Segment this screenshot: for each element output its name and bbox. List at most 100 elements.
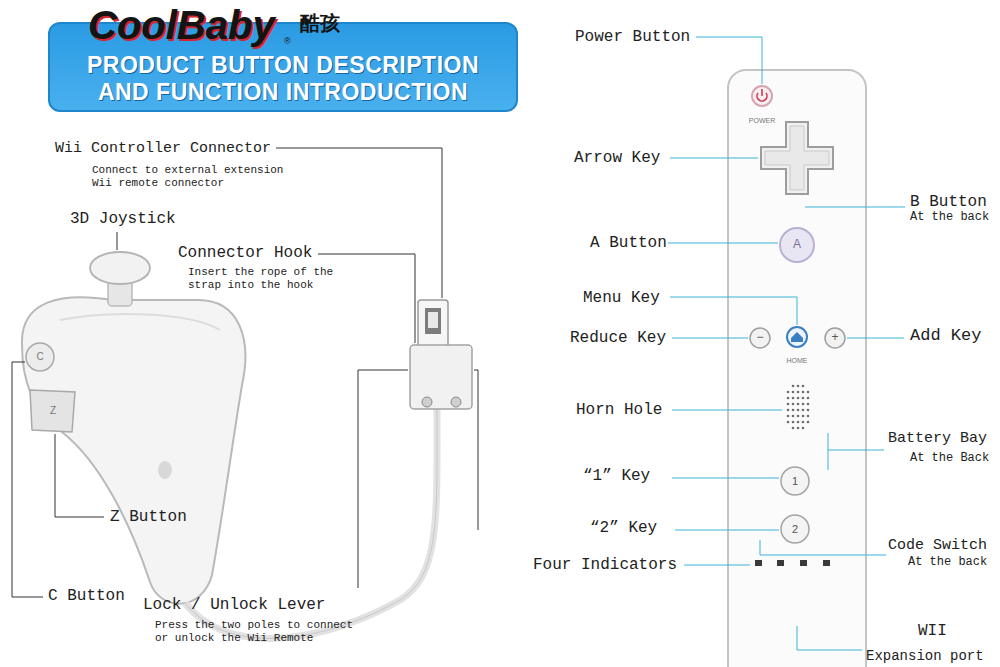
- illustration-part: [418, 300, 448, 348]
- illustration-part: [422, 397, 432, 407]
- illustration-part: [26, 343, 54, 371]
- illustration-part: [805, 207, 905, 208]
- button-glyph: C: [36, 351, 43, 363]
- callout-note: Insert the rope of the strap into the ho…: [188, 266, 338, 291]
- callout-label: Menu Key: [583, 289, 660, 307]
- callout-label: “2” Key: [590, 519, 657, 537]
- callout-label: Code Switch: [888, 537, 987, 554]
- callout-label: Z Button: [110, 508, 187, 526]
- button-glyph: +: [831, 331, 838, 345]
- illustration-part: [787, 385, 810, 430]
- callout-note: At the Back: [910, 452, 989, 466]
- illustration-part: [60, 314, 220, 330]
- callout-label: A Button: [590, 234, 667, 252]
- illustration-part: [792, 427, 795, 430]
- illustration-part: [787, 403, 790, 406]
- illustration-part: [828, 450, 884, 451]
- illustration-part: [802, 427, 805, 430]
- illustration-part: [787, 415, 790, 418]
- illustration-part: [787, 327, 807, 347]
- illustration-part: [672, 338, 748, 339]
- illustration-part: [802, 415, 805, 418]
- illustration-part: [781, 467, 809, 495]
- callout-label: Connector Hook: [178, 244, 312, 262]
- button-glyph: HOME: [787, 357, 808, 365]
- callout-note: Connect to external extension Wii remote…: [92, 164, 292, 189]
- illustration-part: [672, 410, 782, 411]
- button-glyph: POWER: [749, 117, 775, 125]
- illustration-part: [800, 560, 807, 566]
- illustration-part: [792, 385, 795, 388]
- illustration-part: [792, 397, 795, 400]
- illustration-part: [117, 232, 118, 250]
- button-glyph: Z: [50, 405, 56, 417]
- callout-label: CoolBaby: [88, 2, 275, 48]
- callout-label: Arrow Key: [574, 149, 660, 167]
- illustration-part: [22, 297, 245, 603]
- callout-label: Lock / Unlock Lever: [143, 596, 325, 614]
- illustration-part: [787, 391, 790, 394]
- illustration-part: [797, 391, 800, 394]
- illustration-part: [684, 565, 750, 566]
- illustration-part: [802, 409, 805, 412]
- callout-note: ®: [284, 36, 291, 46]
- illustration-part: [474, 370, 478, 530]
- illustration-part: [791, 332, 803, 342]
- callout-label: “1” Key: [583, 467, 650, 485]
- illustration-part: [792, 421, 795, 424]
- callout-label: Reduce Key: [570, 329, 666, 347]
- callout-label: Horn Hole: [576, 401, 662, 419]
- illustration-part: [847, 338, 904, 339]
- illustration-part: [787, 397, 790, 400]
- illustration-part: [90, 252, 150, 284]
- banner-text: PRODUCT BUTTON DESCRIPTION AND FUNCTION …: [68, 52, 498, 106]
- illustration-part: [30, 390, 75, 432]
- illustration-part: [807, 421, 810, 424]
- illustration-part: [787, 409, 790, 412]
- illustration-part: [410, 345, 472, 409]
- illustration-part: [807, 403, 810, 406]
- illustration-part: [797, 421, 800, 424]
- illustration-part: [761, 89, 763, 96]
- illustration-part: [55, 434, 104, 517]
- illustration-part: [670, 158, 758, 159]
- illustration-part: [668, 37, 905, 650]
- callout-label: Add Key: [910, 326, 981, 346]
- illustration-part: [823, 560, 830, 566]
- callout-label: WII: [918, 622, 947, 640]
- callout-note: At the back: [908, 556, 987, 570]
- callout-label: Wii Controller Connector: [55, 140, 271, 157]
- illustration-part: [825, 328, 845, 348]
- illustration-part: [358, 370, 408, 588]
- illustration-part: [787, 421, 790, 424]
- illustration-part: [797, 415, 800, 418]
- illustration-part: [797, 403, 800, 406]
- illustration-part: [670, 297, 797, 325]
- callout-label: Battery Bay: [888, 430, 987, 447]
- illustration-part: [675, 530, 779, 531]
- illustration-part: [807, 397, 810, 400]
- callout-label: Power Button: [575, 28, 690, 46]
- illustration-part: [672, 478, 779, 479]
- illustration-part: [802, 391, 805, 394]
- callout-note: Press the two poles to connect or unlock…: [155, 619, 355, 644]
- illustration-part: [807, 391, 810, 394]
- illustration-part: [752, 86, 772, 106]
- illustration-part: [802, 397, 805, 400]
- button-glyph: 1: [792, 475, 798, 488]
- illustration-part: [425, 308, 441, 334]
- illustration-part: [802, 421, 805, 424]
- illustration-part: [158, 461, 172, 479]
- illustration-part: [451, 397, 461, 407]
- illustration-part: [792, 403, 795, 406]
- illustration-part: [696, 37, 762, 84]
- illustration-part: [802, 385, 805, 388]
- illustration-part: [780, 228, 814, 262]
- illustration-part: [12, 362, 43, 597]
- button-glyph: 2: [792, 523, 798, 536]
- illustration-part: [728, 70, 866, 667]
- illustration-part: [792, 391, 795, 394]
- illustration-part: [428, 312, 438, 328]
- illustration-part: [797, 397, 800, 400]
- illustration-part: [12, 148, 478, 597]
